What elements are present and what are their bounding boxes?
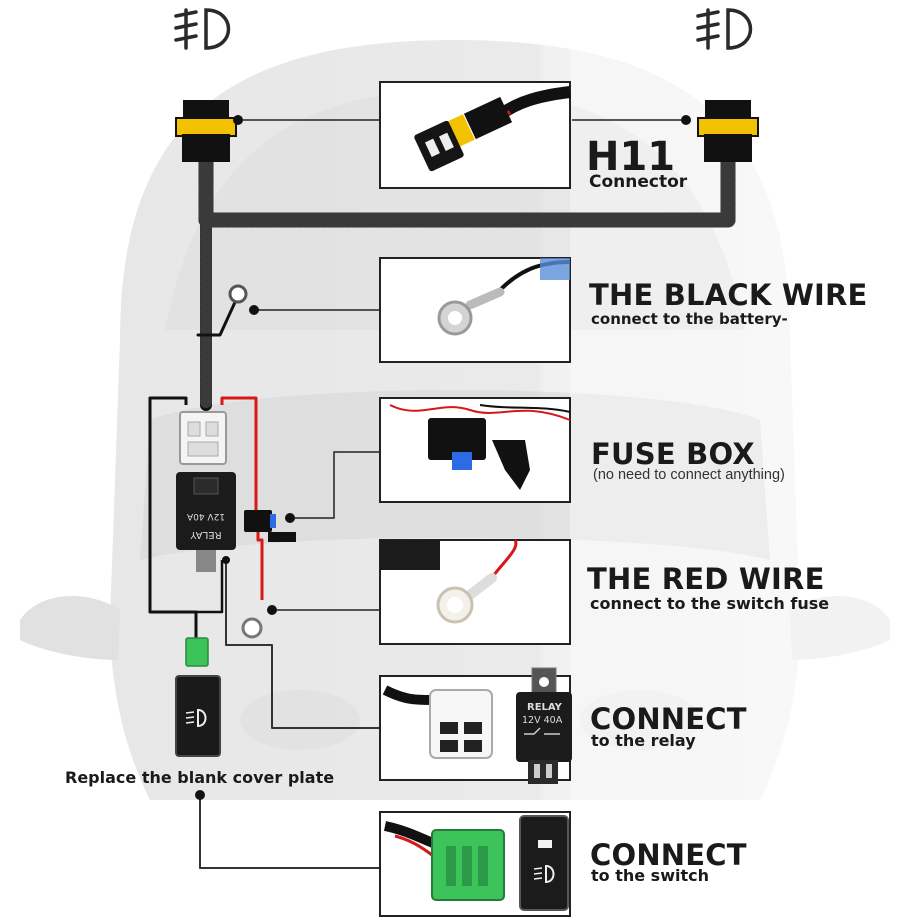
- photo-panel-fuse-box: [379, 397, 571, 503]
- fog-light-icon: [174, 8, 231, 50]
- photo-panel-switch: [379, 811, 571, 917]
- harness-plug: [179, 411, 227, 465]
- thin-wires: [148, 396, 380, 869]
- switch-title: CONNECT: [590, 838, 747, 872]
- relay-unit-brand: RELAY: [527, 702, 562, 713]
- fuse-box-title: FUSE BOX: [591, 437, 755, 471]
- leader-dots: [195, 115, 691, 800]
- relay-module: 12V 40A RELAY: [176, 472, 236, 572]
- black-wire-subtitle: connect to the battery-: [591, 310, 788, 328]
- photo-panel-h11: [379, 81, 571, 189]
- switch-subtitle: to the switch: [591, 866, 709, 885]
- relay-module-brand: RELAY: [189, 529, 221, 540]
- black-wire-title: THE BLACK WIRE: [589, 278, 868, 312]
- h11-title: H11: [586, 134, 676, 180]
- red-wire-subtitle: connect to the switch fuse: [590, 594, 830, 613]
- h11-connector-left: [175, 100, 237, 162]
- photo-panel-black-wire: [379, 257, 571, 363]
- h11-subtitle: Connector: [589, 172, 688, 192]
- relay-title: CONNECT: [590, 702, 747, 736]
- switch-plug: [185, 637, 209, 667]
- h11-connector-right: [697, 100, 759, 162]
- relay-subtitle: to the relay: [591, 731, 696, 750]
- inline-fuse-holder: [244, 510, 296, 542]
- red-wire-title: THE RED WIRE: [587, 562, 825, 596]
- fog-light-switch: [175, 675, 221, 757]
- fog-light-icon: [696, 8, 753, 50]
- leader-lines: [238, 119, 686, 611]
- replace-plate-label: Replace the blank cover plate: [65, 768, 335, 787]
- photo-panel-red-wire: [379, 539, 571, 645]
- fuse-box-subtitle: (no need to connect anything): [593, 467, 785, 483]
- relay-module-label: 12V 40A: [186, 511, 225, 521]
- relay-unit-rating: 12V 40A: [522, 715, 563, 726]
- relay-unit: [516, 667, 572, 784]
- red-wire-ring-terminal: [241, 617, 263, 639]
- black-wire-ring-terminal: [228, 284, 248, 304]
- main-harness: [196, 152, 736, 411]
